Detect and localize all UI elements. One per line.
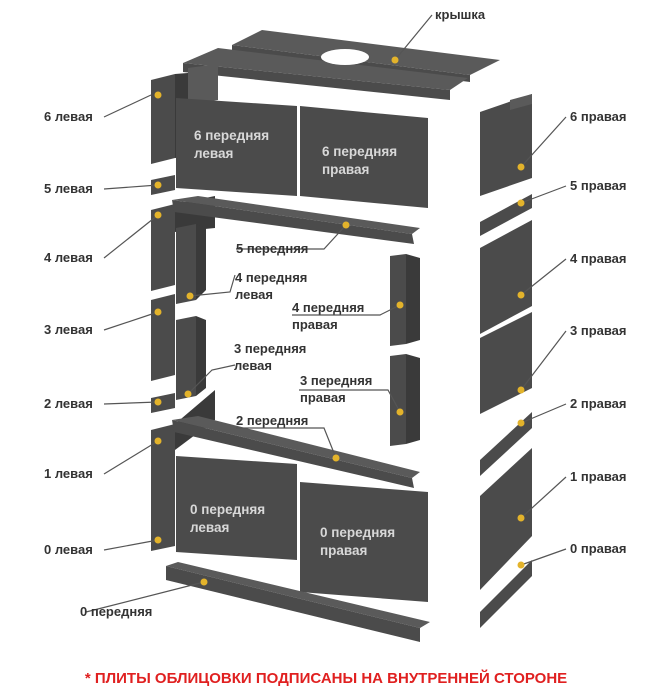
label-front4left-2: левая [235, 287, 273, 302]
label-left0: 0 левая [44, 542, 93, 557]
right-plates [480, 94, 532, 628]
label-front3left-1: 3 передняя [234, 341, 306, 356]
label-left6: 6 левая [44, 109, 93, 124]
label-front4right-2: правая [292, 317, 338, 332]
plate0right-line1: 0 передняя [320, 525, 395, 540]
plate6right-line2: правая [322, 162, 369, 177]
label-right5: 5 правая [570, 178, 627, 193]
label-front3right-1: 3 передняя [300, 373, 372, 388]
label-front3left-2: левая [234, 358, 272, 373]
label-right6: 6 правая [570, 109, 627, 124]
label-right3: 3 правая [570, 323, 627, 338]
label-front3right-2: правая [300, 390, 346, 405]
label-left3: 3 левая [44, 322, 93, 337]
plate0left-line2: левая [190, 520, 229, 535]
plate0left-line1: 0 передняя [190, 502, 265, 517]
label-front4right-1: 4 передняя [292, 300, 364, 315]
label-right1: 1 правая [570, 469, 627, 484]
plate6right-line1: 6 передняя [322, 144, 397, 159]
part-labels: крышка 6 левая 5 левая 4 левая 3 левая 2… [44, 7, 627, 619]
label-front2: 2 передняя [236, 413, 308, 428]
label-right2: 2 правая [570, 396, 627, 411]
marker-dots [154, 56, 525, 586]
label-left5: 5 левая [44, 181, 93, 196]
label-front4left-1: 4 передняя [235, 270, 307, 285]
label-left4: 4 левая [44, 250, 93, 265]
label-right4: 4 правая [570, 251, 627, 266]
plate-labels: 6 передняя левая 6 передняя правая 0 пер… [190, 128, 397, 558]
label-lid: крышка [435, 7, 486, 22]
label-front0: 0 передняя [80, 604, 152, 619]
front-plates [166, 98, 430, 642]
label-left2: 2 левая [44, 396, 93, 411]
footnote: * ПЛИТЫ ОБЛИЦОВКИ ПОДПИСАНЫ НА ВНУТРЕННЕ… [84, 670, 568, 687]
plate6left-line2: левая [194, 146, 233, 161]
label-left1: 1 левая [44, 466, 93, 481]
leader-lines [85, 14, 567, 613]
lid-plate [183, 30, 500, 100]
label-right0: 0 правая [570, 541, 627, 556]
plate6left-line1: 6 передняя [194, 128, 269, 143]
label-front5: 5 передняя [236, 241, 308, 256]
plate0right-line2: правая [320, 543, 367, 558]
